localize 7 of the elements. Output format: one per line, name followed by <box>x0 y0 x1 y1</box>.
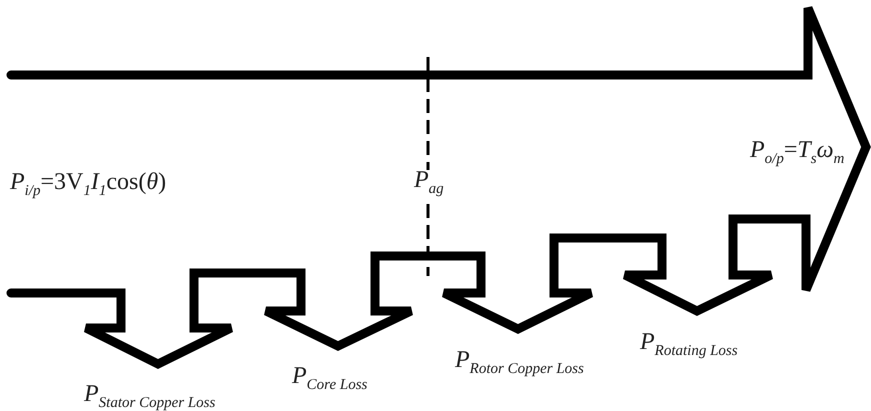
formula-label: P$_{i/p}$=3V$_{1}$I$_{1}$cos(θ) <box>10 170 166 199</box>
formula-label: P$_{o/p}$=T$_{s}$ω$_{m}$ <box>750 138 844 167</box>
formula-label: P$_{ag}$ <box>414 168 444 197</box>
loss-label: P$_{Core Loss}$ <box>292 364 368 393</box>
loss-label: P$_{Rotor Copper Loss}$ <box>455 348 584 377</box>
loss-label: P$_{Stator Copper Loss}$ <box>84 382 216 411</box>
loss-label: P$_{Rotating Loss}$ <box>640 330 738 359</box>
